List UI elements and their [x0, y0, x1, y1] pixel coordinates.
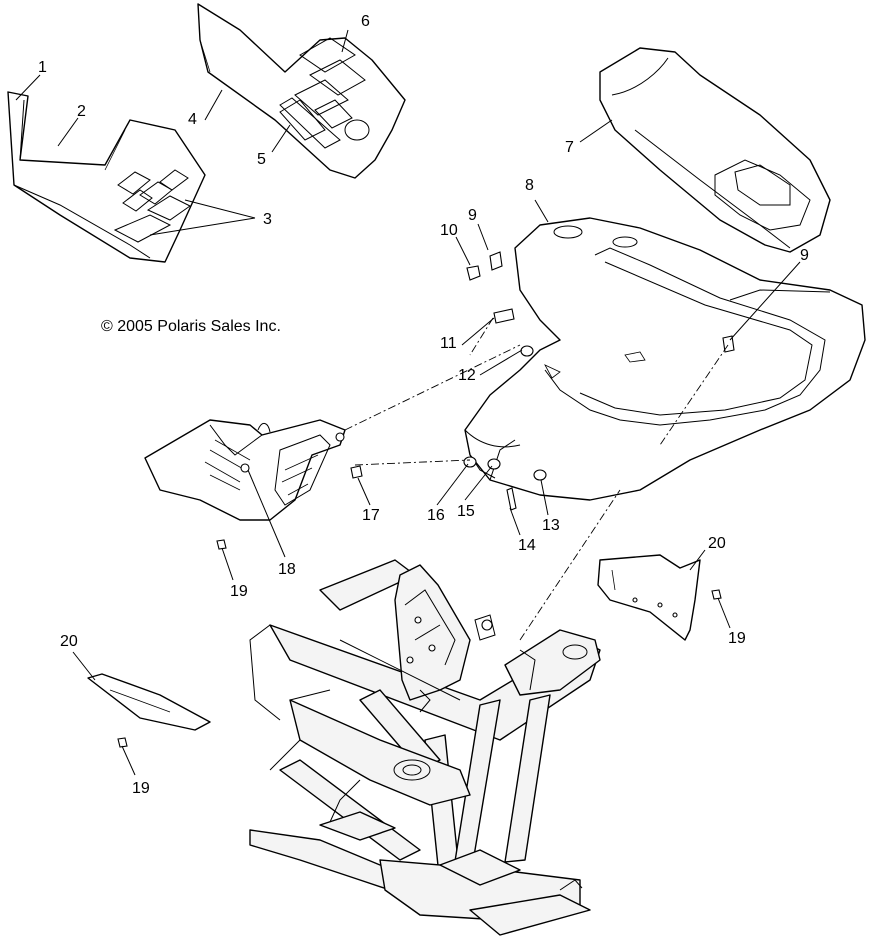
right-footrest-assembly	[197, 3, 406, 179]
side-panel-right	[597, 554, 701, 641]
callout-2: 2	[77, 103, 86, 120]
callout-20-right: 20	[708, 535, 726, 552]
callout-18: 18	[278, 561, 296, 578]
hardware	[117, 251, 735, 748]
callout-15: 15	[457, 503, 475, 520]
callout-1: 1	[38, 59, 47, 76]
callout-11: 11	[440, 335, 457, 352]
callout-8: 8	[525, 177, 534, 194]
rear-fender	[464, 217, 866, 501]
front-fender-section	[144, 419, 346, 521]
leader-lines	[15, 29, 801, 776]
copyright-text: © 2005 Polaris Sales Inc.	[101, 318, 281, 335]
seat	[599, 47, 831, 253]
assembly-lines	[344, 317, 729, 641]
callout-20-left: 20	[60, 633, 78, 650]
callout-9-right: 9	[800, 247, 809, 264]
callout-19-left: 19	[132, 780, 150, 797]
left-footrest-assembly	[7, 91, 206, 263]
callout-6: 6	[361, 13, 370, 30]
callout-labels: 1 2 3 4 5 6 7 8 9 9 10 11 12 13 14 15 16…	[38, 13, 809, 797]
callout-19-front: 19	[230, 583, 248, 600]
callout-3: 3	[263, 211, 272, 228]
callout-7: 7	[565, 139, 574, 156]
callout-13: 13	[542, 517, 560, 534]
callout-14: 14	[518, 537, 536, 554]
callout-17: 17	[362, 507, 380, 524]
callout-19-right: 19	[728, 630, 746, 647]
callout-16: 16	[427, 507, 445, 524]
callout-5: 5	[257, 151, 266, 168]
frame	[249, 559, 601, 936]
splash-panel-left	[87, 673, 211, 731]
callout-10: 10	[440, 222, 458, 239]
callout-4: 4	[188, 111, 197, 128]
callout-9-upper: 9	[468, 207, 477, 224]
callout-12: 12	[458, 367, 476, 384]
